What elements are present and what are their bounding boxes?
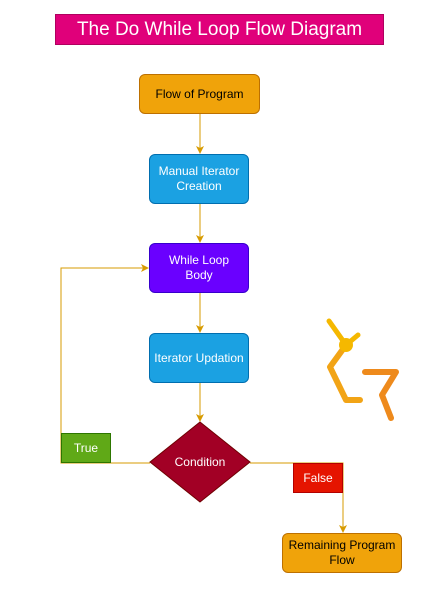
- remaining-program-flow-node: Remaining Program Flow: [282, 533, 402, 573]
- iterator-updation-node: Iterator Updation: [149, 333, 249, 383]
- false-label-box: False: [293, 463, 343, 493]
- iterator-updation-label: Iterator Updation: [154, 350, 244, 365]
- edge-condition-false: [250, 462, 347, 533]
- false-label: False: [303, 471, 333, 485]
- gfg-logo-icon: [326, 318, 399, 421]
- while-loop-body-node: While Loop Body: [149, 243, 249, 293]
- true-label: True: [73, 441, 99, 455]
- true-label-box: True: [61, 433, 111, 463]
- manual-iterator-creation-label: Manual Iterator Creation: [158, 164, 240, 193]
- while-loop-body-label: While Loop Body: [168, 253, 230, 282]
- flow-of-program-label: Flow of Program: [155, 86, 244, 101]
- remaining-program-flow-label: Remaining Program Flow: [288, 538, 396, 567]
- edge-condition-true-loop: [60, 264, 150, 464]
- condition-diamond: [149, 421, 251, 503]
- condition-label: Condition: [174, 455, 226, 469]
- manual-iterator-creation-node: Manual Iterator Creation: [149, 154, 249, 204]
- flow-of-program-node: Flow of Program: [139, 74, 260, 114]
- diagram-title: The Do While Loop Flow Diagram: [55, 14, 384, 45]
